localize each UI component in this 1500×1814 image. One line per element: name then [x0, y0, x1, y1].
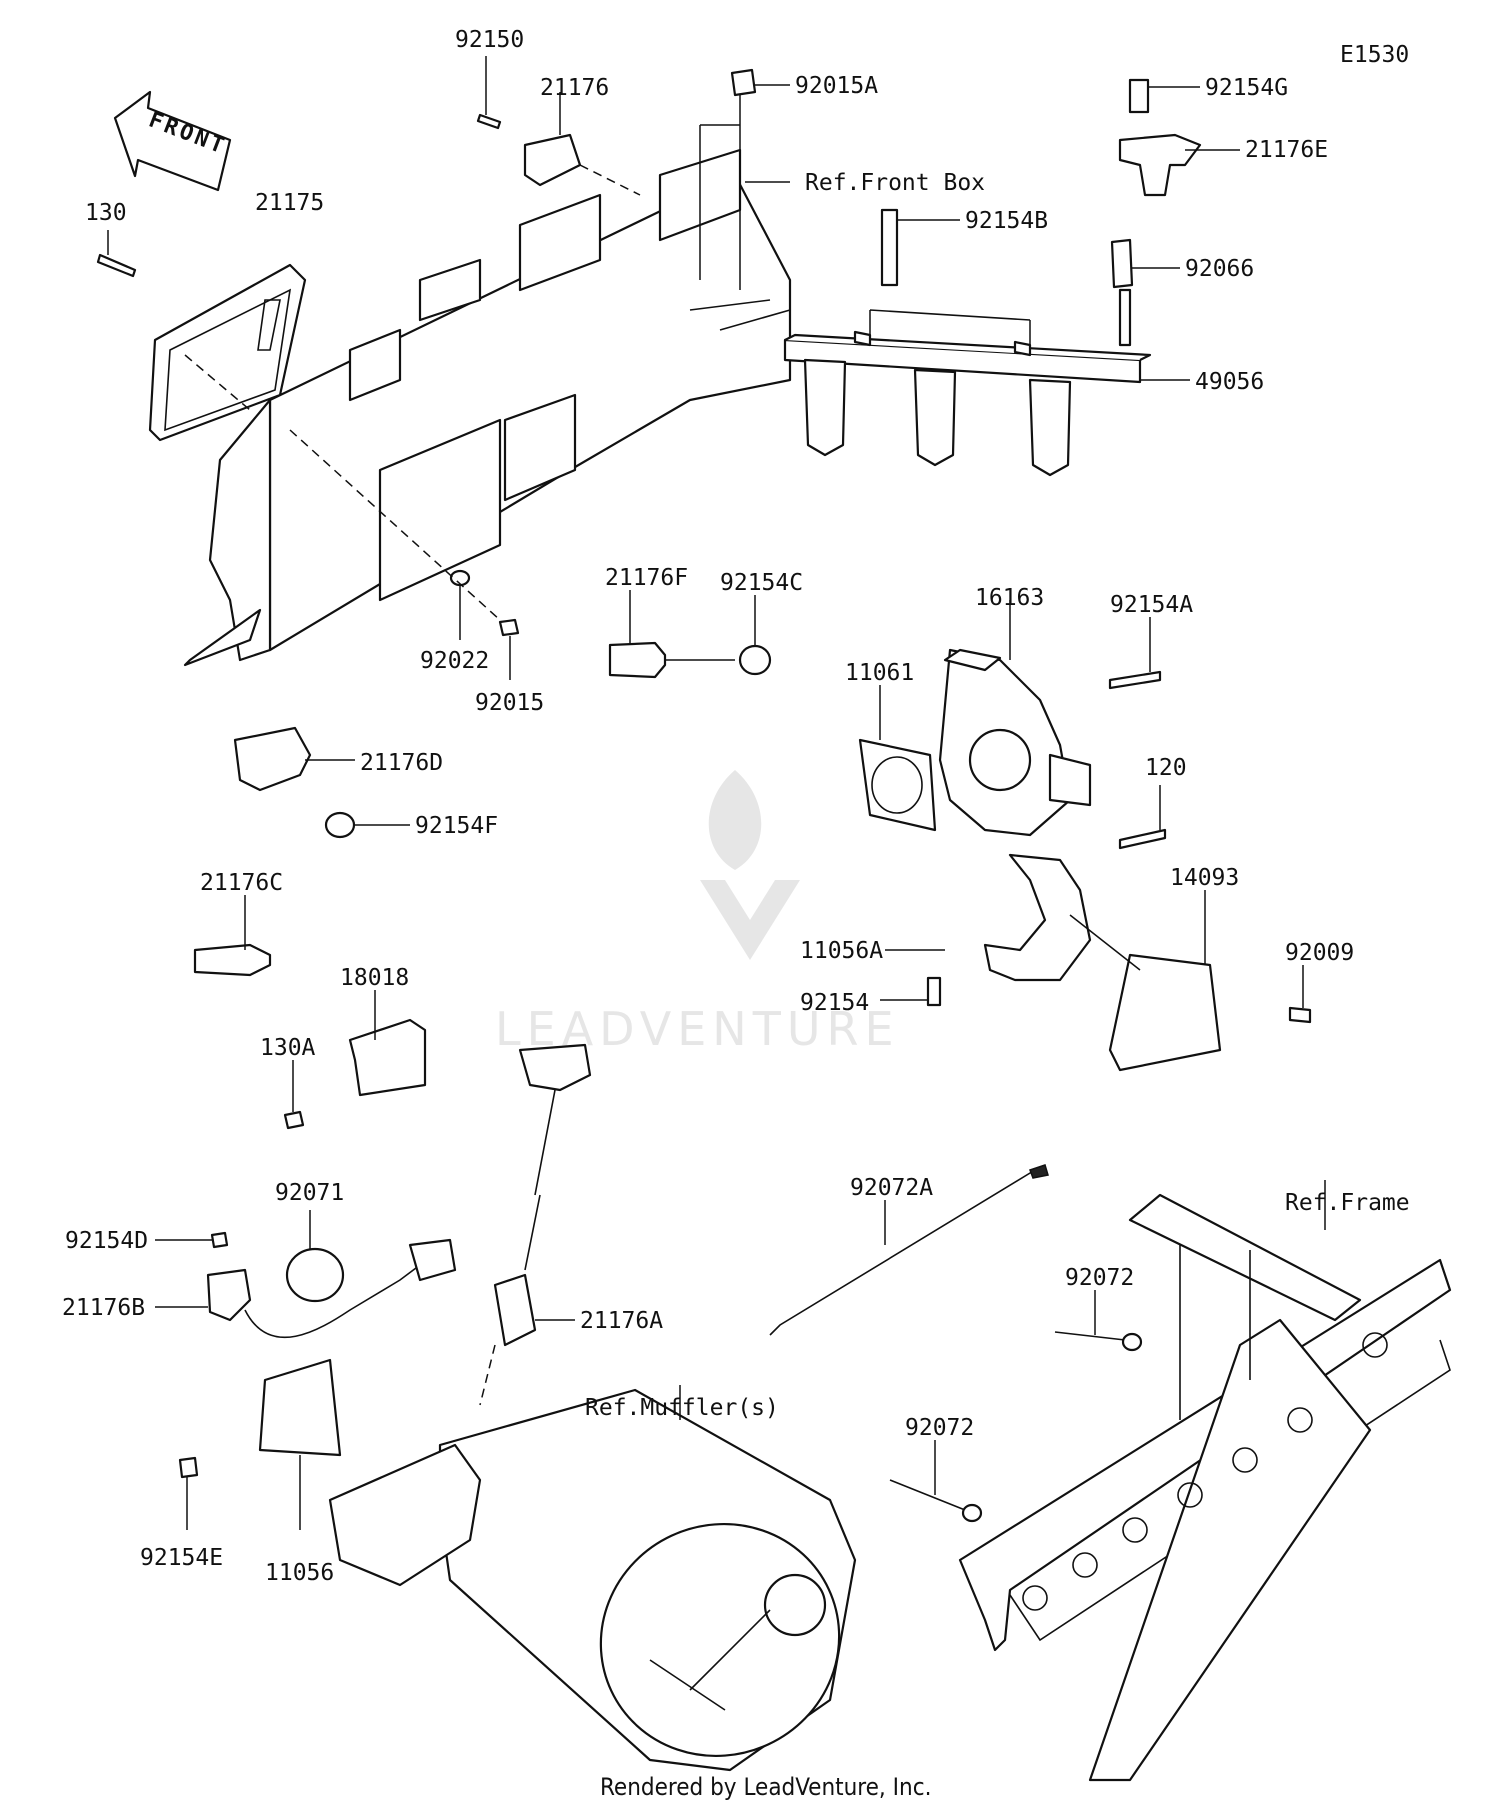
bolt-92154E	[178, 1456, 199, 1479]
fuel-rail-49056	[783, 288, 1152, 477]
label-11056A: 11056A	[800, 938, 883, 964]
label-92015: 92015	[475, 690, 544, 716]
label-92022: 92022	[420, 648, 489, 674]
label-21176E: 21176E	[1245, 137, 1328, 163]
gasket-11061	[858, 738, 937, 832]
sensor-21176C	[193, 943, 272, 977]
bolt-92009	[1288, 1006, 1312, 1024]
cover-14093	[1108, 953, 1222, 1072]
nut-92015	[498, 618, 520, 637]
label-21175: 21175	[255, 190, 324, 216]
label-21176D: 21176D	[360, 750, 443, 776]
label-92154B: 92154B	[965, 208, 1048, 234]
label-130A: 130A	[260, 1035, 316, 1061]
muffler	[328, 1388, 857, 1772]
label-11061: 11061	[845, 660, 914, 686]
cable-tie-92072A	[769, 1169, 1036, 1336]
sensor-21176	[523, 133, 582, 187]
cable-tie-92072-lower	[889, 1479, 966, 1511]
label-92154F: 92154F	[415, 813, 498, 839]
cap-92066	[1110, 238, 1134, 289]
label-diagram-id: E1530	[1340, 42, 1409, 68]
label-49056: 49056	[1195, 369, 1264, 395]
label-92154: 92154	[800, 990, 869, 1016]
bolt-130	[96, 253, 137, 278]
bracket-11056	[258, 1358, 342, 1457]
sensor-21176E	[1118, 133, 1202, 197]
label-120: 120	[1145, 755, 1187, 781]
sensor-21176B	[206, 1268, 252, 1322]
sensor-21176F	[608, 641, 667, 679]
bolt-92154F	[324, 811, 356, 839]
bolt-92154A	[1108, 670, 1162, 690]
label-14093: 14093	[1170, 865, 1239, 891]
bolt-92154D	[210, 1231, 229, 1249]
bolt-92154	[926, 976, 942, 1007]
front-box-frame	[183, 148, 792, 667]
ecu-21175	[148, 263, 307, 442]
label-92072-lower: 92072	[905, 1415, 974, 1441]
label-ref-front-box: Ref.Front Box	[805, 170, 985, 196]
label-92015A: 92015A	[795, 73, 878, 99]
front-arrow-icon: FRONT	[113, 90, 232, 192]
label-16163: 16163	[975, 585, 1044, 611]
label-21176: 21176	[540, 75, 609, 101]
bolt-120	[1118, 828, 1167, 850]
label-21176F: 21176F	[605, 565, 688, 591]
nut-92154C	[738, 644, 772, 676]
label-92150: 92150	[455, 27, 524, 53]
bracket-11056A	[983, 853, 1092, 982]
throttle-body-16163	[938, 648, 1092, 837]
label-21176C: 21176C	[200, 870, 283, 896]
bolt-130A	[283, 1110, 305, 1130]
label-130: 130	[85, 200, 127, 226]
label-92154G: 92154G	[1205, 75, 1288, 101]
label-18018: 18018	[340, 965, 409, 991]
frame-section	[958, 1193, 1452, 1782]
sensor-21176A	[493, 1273, 537, 1347]
label-92072-upper: 92072	[1065, 1265, 1134, 1291]
bolt-92154G	[1128, 78, 1150, 114]
label-92154C: 92154C	[720, 570, 803, 596]
label-92009: 92009	[1285, 940, 1354, 966]
label-21176A: 21176A	[580, 1308, 663, 1334]
label-92154E: 92154E	[140, 1545, 223, 1571]
label-92072A: 92072A	[850, 1175, 933, 1201]
label-ref-frame: Ref.Frame	[1285, 1190, 1410, 1216]
clip-92015A	[730, 68, 757, 97]
bolt-92150	[476, 113, 502, 130]
label-92066: 92066	[1185, 256, 1254, 282]
label-21176B: 21176B	[62, 1295, 145, 1321]
label-92154D: 92154D	[65, 1228, 148, 1254]
label-11056: 11056	[265, 1560, 334, 1586]
bolt-92154B	[880, 208, 899, 287]
bracket-18018	[348, 1018, 427, 1097]
label-92154A: 92154A	[1110, 592, 1193, 618]
connector-21176A	[518, 1043, 592, 1092]
footer-credit: Rendered by LeadVenture, Inc.	[600, 1773, 931, 1801]
grommet-92071	[285, 1247, 345, 1303]
cable-tie-92072-upper	[1054, 1331, 1126, 1341]
sensor-21176D	[233, 726, 312, 792]
label-ref-mufflers: Ref.Muffler(s)	[585, 1395, 779, 1421]
label-92071: 92071	[275, 1180, 344, 1206]
